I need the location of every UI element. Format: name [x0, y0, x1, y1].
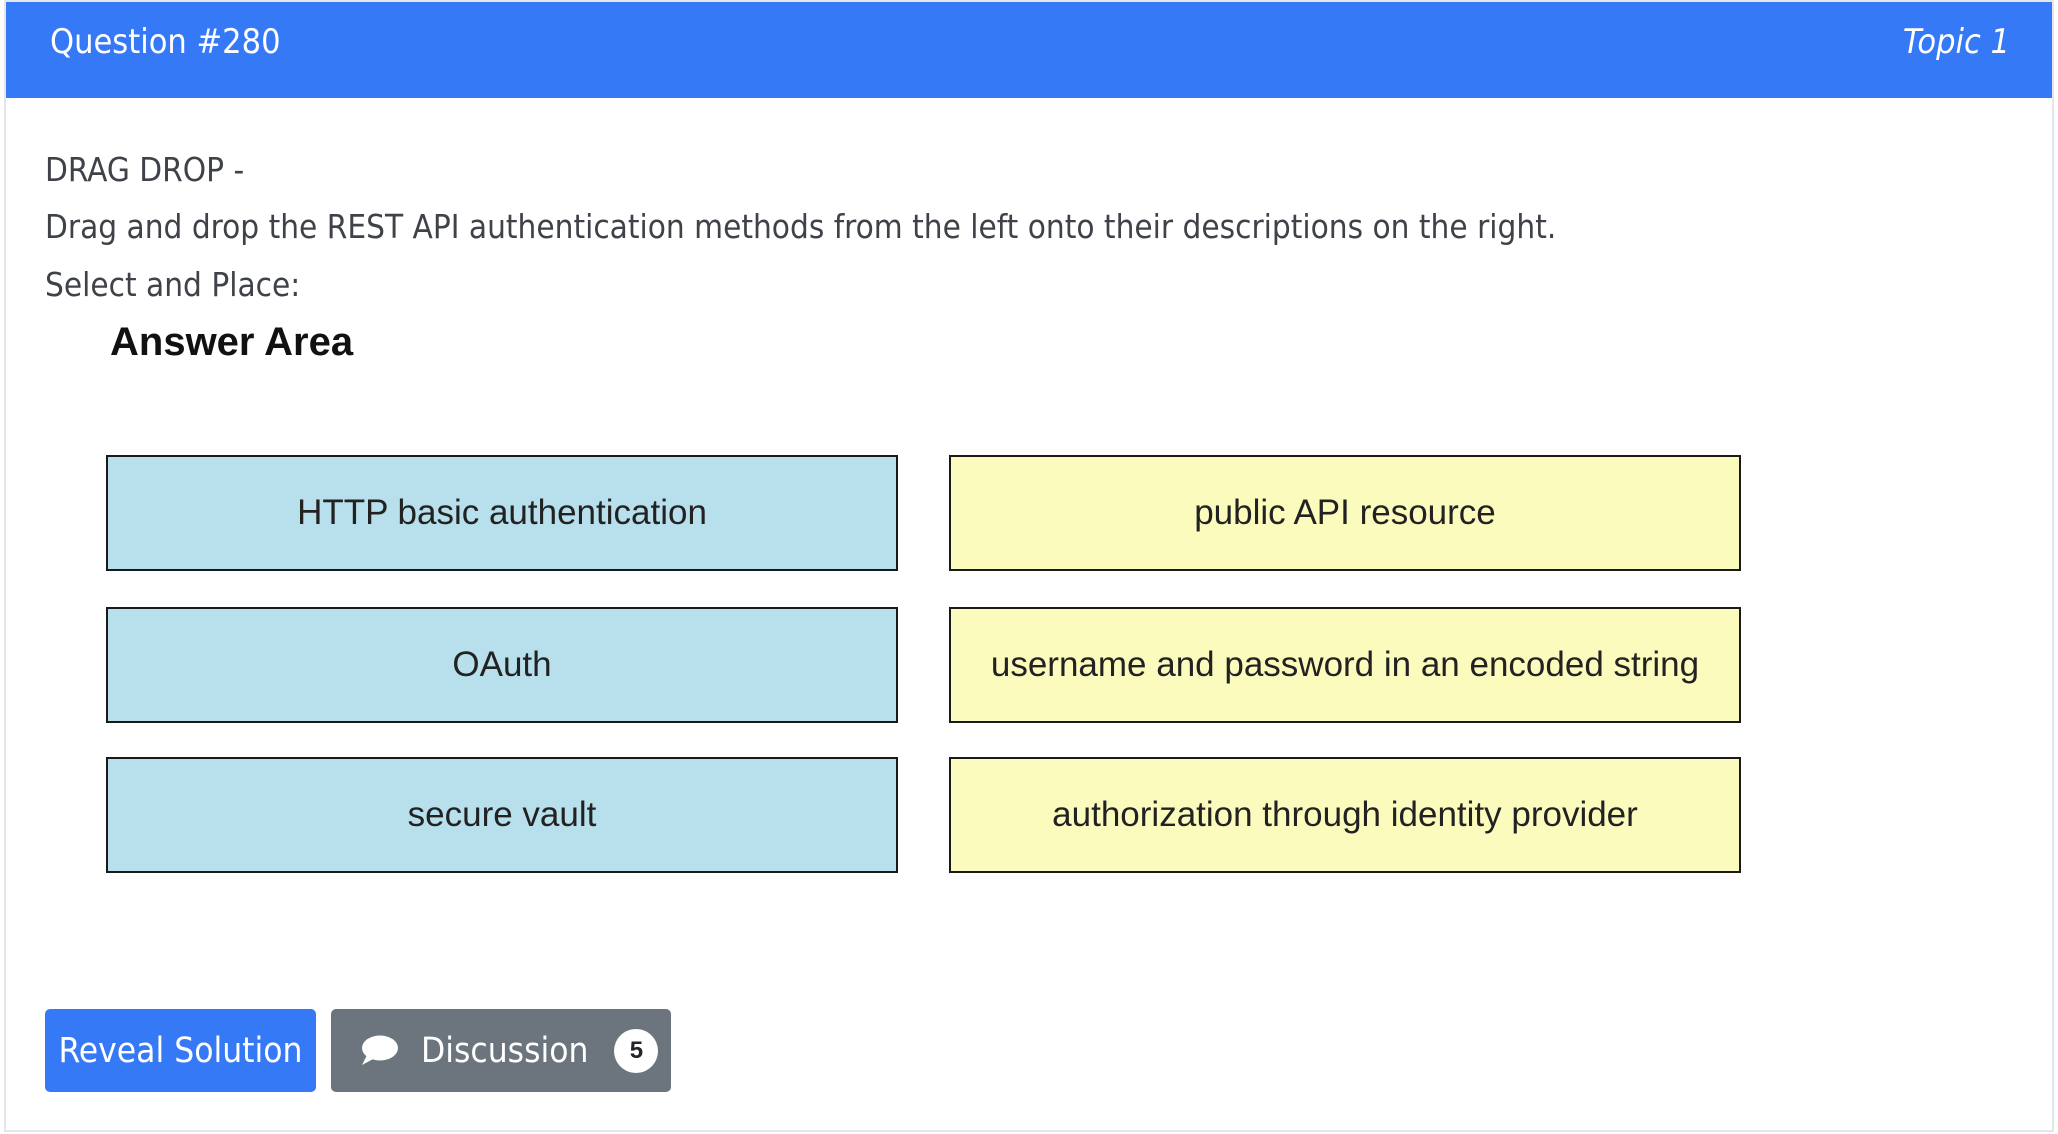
question-header: Question #280 Topic 1 — [6, 2, 2052, 98]
drag-item-label: HTTP basic authentication — [297, 493, 707, 532]
select-and-place-label: Select and Place: — [45, 265, 301, 304]
discussion-count-badge: 5 — [614, 1028, 659, 1073]
drop-target-encoded-credentials[interactable]: username and password in an encoded stri… — [949, 607, 1741, 723]
reveal-solution-label: Reveal Solution — [58, 1030, 303, 1071]
question-number: Question #280 — [50, 22, 281, 62]
comment-icon — [359, 1034, 399, 1068]
drop-target-label: public API resource — [1194, 493, 1496, 532]
drop-target-public-api-resource[interactable]: public API resource — [949, 455, 1741, 571]
question-instruction: Drag and drop the REST API authenticatio… — [45, 207, 1557, 246]
drop-target-label: authorization through identity provider — [1052, 795, 1638, 834]
question-type-label: DRAG DROP - — [45, 150, 245, 189]
answer-area-title: Answer Area — [110, 320, 354, 364]
topic-label: Topic 1 — [1902, 22, 2010, 62]
discussion-button[interactable]: Discussion 5 — [331, 1009, 671, 1092]
drag-item-secure-vault[interactable]: secure vault — [106, 757, 898, 873]
reveal-solution-button[interactable]: Reveal Solution — [45, 1009, 316, 1092]
drop-target-label: username and password in an encoded stri… — [990, 645, 1700, 684]
drop-target-identity-provider[interactable]: authorization through identity provider — [949, 757, 1741, 873]
discussion-label: Discussion — [421, 1030, 589, 1071]
drag-item-label: OAuth — [452, 645, 552, 684]
drag-item-http-basic-auth[interactable]: HTTP basic authentication — [106, 455, 898, 571]
drag-item-label: secure vault — [407, 795, 597, 834]
drag-item-oauth[interactable]: OAuth — [106, 607, 898, 723]
